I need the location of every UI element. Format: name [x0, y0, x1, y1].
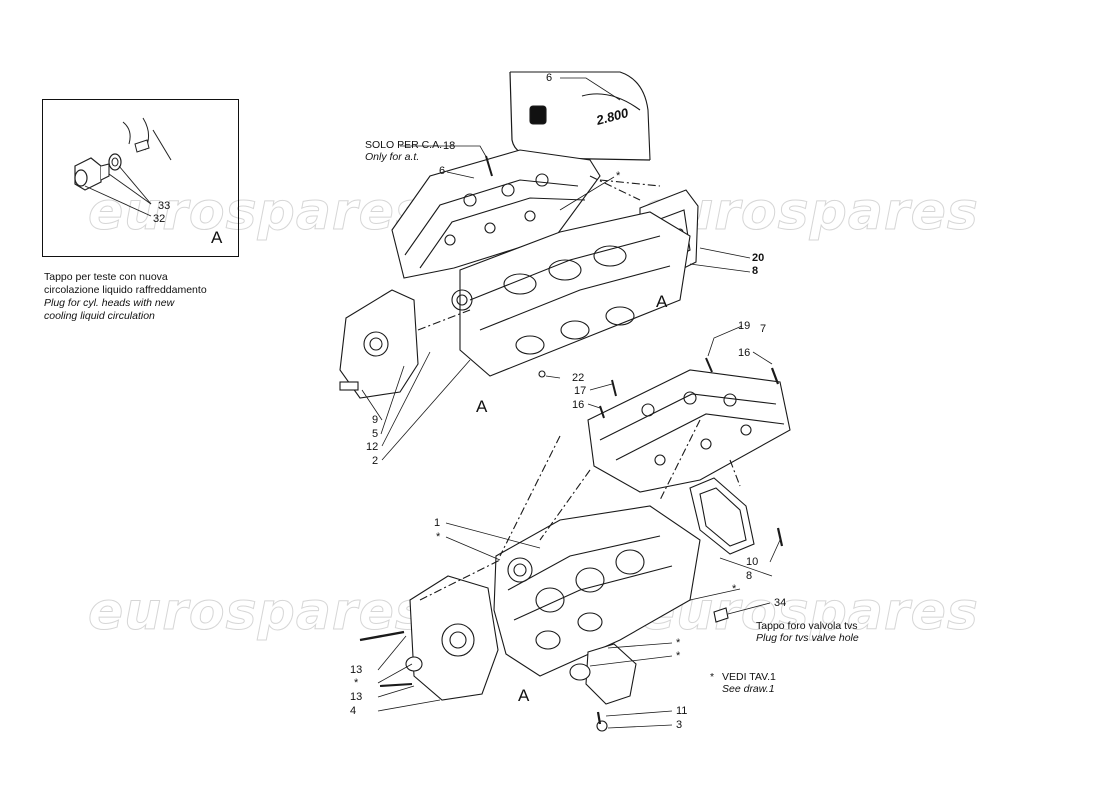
inset-caption-it-1: Tappo per teste con nuova	[44, 271, 168, 283]
note-vedi-en: See draw.1	[722, 683, 775, 695]
callout-9: 9	[372, 414, 379, 426]
section-marker-a-lower: A	[518, 686, 530, 705]
callout-20: 20	[752, 252, 765, 264]
section-marker-a-upper-right: A	[656, 292, 668, 311]
note-solo-per-it: SOLO PER C.A.	[365, 139, 443, 151]
callout-13-lower: 13	[350, 691, 363, 703]
callout-18: 18	[443, 140, 456, 152]
callout-19: 19	[738, 320, 751, 332]
callout-star-top: *	[616, 170, 621, 182]
section-marker-a-upper-left: A	[476, 397, 488, 416]
plug-detail-drawing	[74, 117, 172, 217]
callout-13-upper: 13	[350, 664, 363, 676]
callout-7: 7	[760, 323, 767, 335]
inset-caption-en-2: cooling liquid circulation	[44, 310, 155, 322]
callout-22: 22	[572, 372, 585, 384]
callout-10: 10	[746, 556, 759, 568]
note-tappo-it: Tappo foro valvola tvs	[756, 620, 858, 632]
callout-star-right: *	[732, 583, 737, 595]
note-tappo-en: Plug for tvs valve hole	[756, 632, 859, 644]
callout-16-right: 16	[738, 347, 751, 359]
watermark-top-left: eurospares	[88, 182, 427, 243]
callout-16-left: 16	[572, 399, 585, 411]
inset-caption-en-1: Plug for cyl. heads with new	[44, 297, 175, 309]
watermark-bottom-right: eurospares	[640, 582, 979, 643]
callout-33: 33	[158, 200, 171, 212]
callout-12: 12	[366, 441, 379, 453]
callout-34: 34	[774, 597, 787, 609]
callout-32: 32	[153, 213, 166, 225]
note-vedi-star: *	[710, 671, 715, 683]
callout-1: 1	[434, 517, 441, 529]
callout-17: 17	[574, 385, 587, 397]
callout-star-right-2: *	[676, 637, 681, 649]
callout-8-upper: 8	[752, 265, 759, 277]
callout-2: 2	[372, 455, 379, 467]
watermark-bottom-left: eurospares	[88, 582, 427, 643]
callout-11: 11	[676, 705, 688, 717]
callout-star-mid: *	[436, 531, 441, 543]
callout-4: 4	[350, 705, 357, 717]
callout-star-left: *	[354, 677, 359, 689]
note-solo-per-en: Only for a.t.	[365, 151, 420, 163]
callout-star-right-3: *	[676, 650, 681, 662]
callout-5: 5	[372, 428, 379, 440]
detail-inset-box: 33 32 A	[42, 99, 239, 257]
callout-6-cover: 6	[439, 165, 446, 177]
callout-3: 3	[676, 719, 683, 731]
inset-caption-it-2: circolazione liquido raffreddamento	[44, 284, 207, 296]
note-vedi-it: VEDI TAV.1	[722, 671, 776, 683]
inset-section-letter: A	[211, 228, 223, 247]
callout-8-lower: 8	[746, 570, 753, 582]
callout-6-top: 6	[546, 72, 553, 84]
